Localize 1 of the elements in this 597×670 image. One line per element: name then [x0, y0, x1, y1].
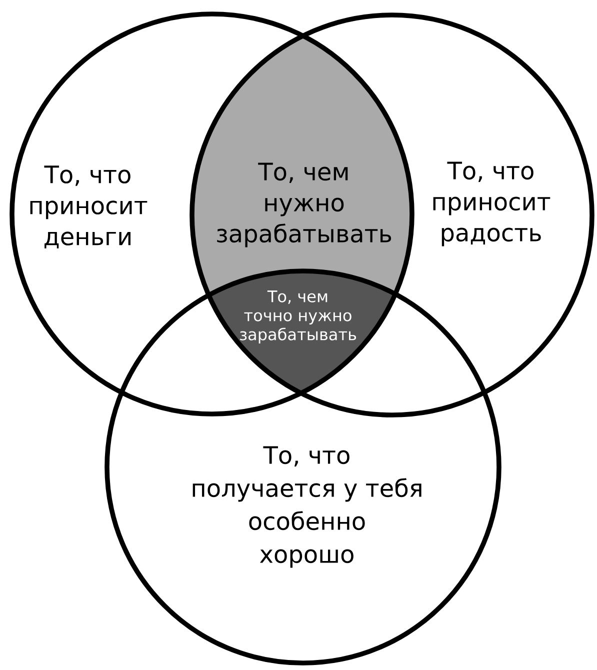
center-region: То, чем точно нужно зарабатывать: [208, 271, 396, 394]
